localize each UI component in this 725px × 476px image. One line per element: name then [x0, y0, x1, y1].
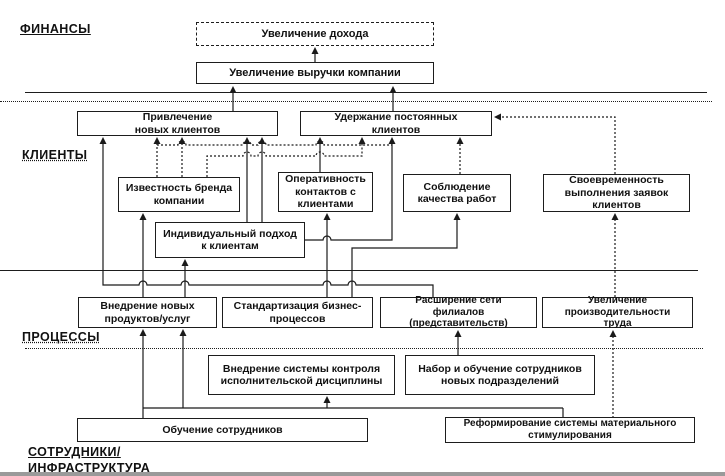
section-label-clients: КЛИЕНТЫ	[22, 148, 88, 162]
section-label-finance: ФИНАНСЫ	[20, 22, 91, 36]
divider-clients-processes	[0, 270, 698, 271]
divider-finance-clients	[0, 101, 712, 102]
arrowheads	[99, 47, 619, 403]
divider-finance-top	[25, 92, 707, 93]
node-prompt-client-contacts: Оперативность контактов с клиентами	[278, 172, 373, 212]
node-incentive-system-reform: Реформирование системы материального сти…	[445, 417, 695, 443]
node-labor-productivity-increase: Увеличение производительности труда	[542, 295, 693, 329]
node-timely-request-fulfillment: Своевременность выполнения заявок клиент…	[543, 174, 690, 212]
node-increase-income: Увеличение дохода	[196, 22, 434, 46]
section-label-processes: ПРОЦЕССЫ	[22, 330, 100, 344]
window-bottom-edge	[0, 472, 725, 476]
node-new-products-services: Внедрение новых продуктов/услуг	[78, 297, 217, 328]
node-attract-new-clients: Привлечение новых клиентов	[77, 111, 278, 136]
divider-processes-staff	[25, 348, 703, 349]
node-brand-awareness: Известность бренда компании	[118, 177, 240, 212]
node-business-process-standardization: Стандартизация бизнес- процессов	[222, 297, 373, 328]
node-retain-regular-clients: Удержание постоянных клиентов	[300, 111, 492, 136]
node-discipline-control-system: Внедрение системы контроля исполнительск…	[208, 355, 395, 395]
node-increase-revenue: Увеличение выручки компании	[196, 62, 434, 84]
section-label-staff: СОТРУДНИКИ/ ИНФРАСТРУКТУРА	[28, 445, 151, 475]
node-individual-client-approach: Индивидуальный подход к клиентам	[155, 222, 305, 258]
node-work-quality-compliance: Соблюдение качества работ	[403, 174, 511, 212]
node-branch-network-expansion: Расширение сети филиалов (представительс…	[380, 295, 537, 329]
node-new-division-staffing-training: Набор и обучение сотрудников новых подра…	[405, 355, 595, 395]
node-employee-training: Обучение сотрудников	[77, 418, 368, 442]
